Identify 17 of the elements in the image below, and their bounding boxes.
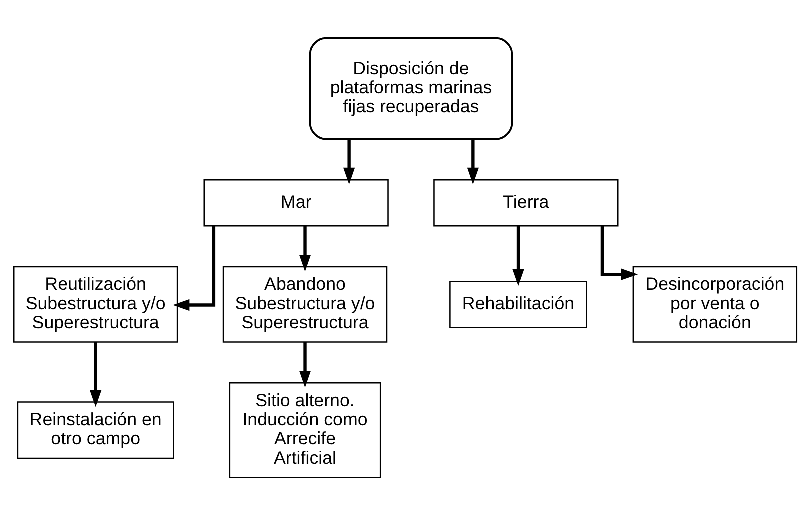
node-box: Reinstalación en otro campo xyxy=(16,402,174,460)
node-box: Mar xyxy=(203,179,388,227)
arrow xyxy=(466,139,478,185)
node-box: Sitio alterno. Inducción como Arrecife Artificial xyxy=(228,382,381,478)
node-box: Rehabilitación xyxy=(449,280,587,328)
node-box: Tierra xyxy=(433,179,618,227)
arrow xyxy=(343,139,355,185)
node-box: Desincorporación por venta o donación xyxy=(632,266,798,343)
node-box: Disposición de plataformas marinas fijas recuperadas xyxy=(308,37,513,140)
arrow xyxy=(298,226,311,272)
node-box: Reutilización Subestructura y/o Superestructura xyxy=(12,266,178,343)
arrow xyxy=(172,226,216,312)
arrow xyxy=(512,226,524,286)
arrow xyxy=(600,226,638,280)
arrow xyxy=(90,342,102,408)
node-box: Abandono Subestructura y/o Superestructura xyxy=(222,266,388,343)
arrow xyxy=(298,342,311,388)
